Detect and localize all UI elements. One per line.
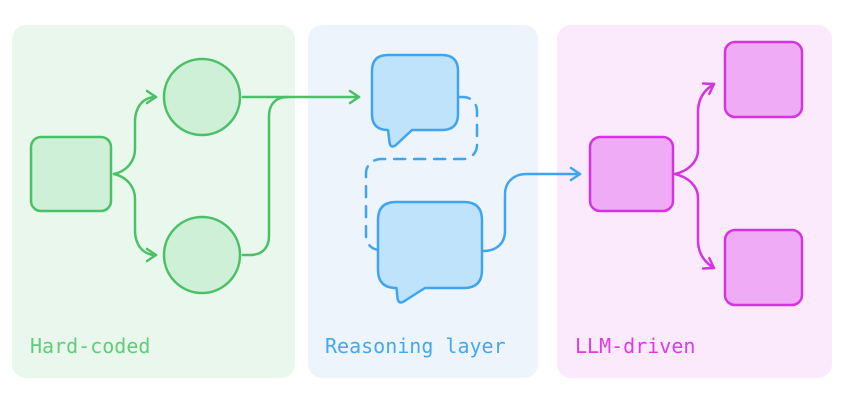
llm-split-connector-top [673, 82, 716, 176]
top-circle-node [162, 57, 242, 137]
router-square-node [588, 135, 675, 213]
bottom-chat-bubble [376, 200, 484, 304]
top-square-node [723, 40, 804, 119]
input-square-node [29, 135, 113, 213]
llm-driven-flow [588, 40, 804, 307]
hard-coded-split-connector-top [112, 89, 158, 176]
bottom-circle-node [162, 215, 242, 295]
dashed-loop-connector [364, 95, 479, 252]
hard-coded-flow [29, 57, 361, 295]
reasoning-output-arrow [481, 166, 582, 253]
hard-coded-split-connector-bottom [112, 172, 158, 263]
top-chat-bubble [370, 53, 460, 148]
hard-coded-merge-connector [241, 95, 290, 257]
hard-coded-label: Hard-coded [30, 334, 150, 358]
llm-driven-label: LLM-driven [575, 334, 695, 358]
reasoning-layer-label: Reasoning layer [325, 334, 506, 358]
llm-split-connector-bottom [673, 172, 716, 270]
reasoning-layer-flow [364, 53, 582, 304]
bottom-square-node [723, 228, 804, 307]
